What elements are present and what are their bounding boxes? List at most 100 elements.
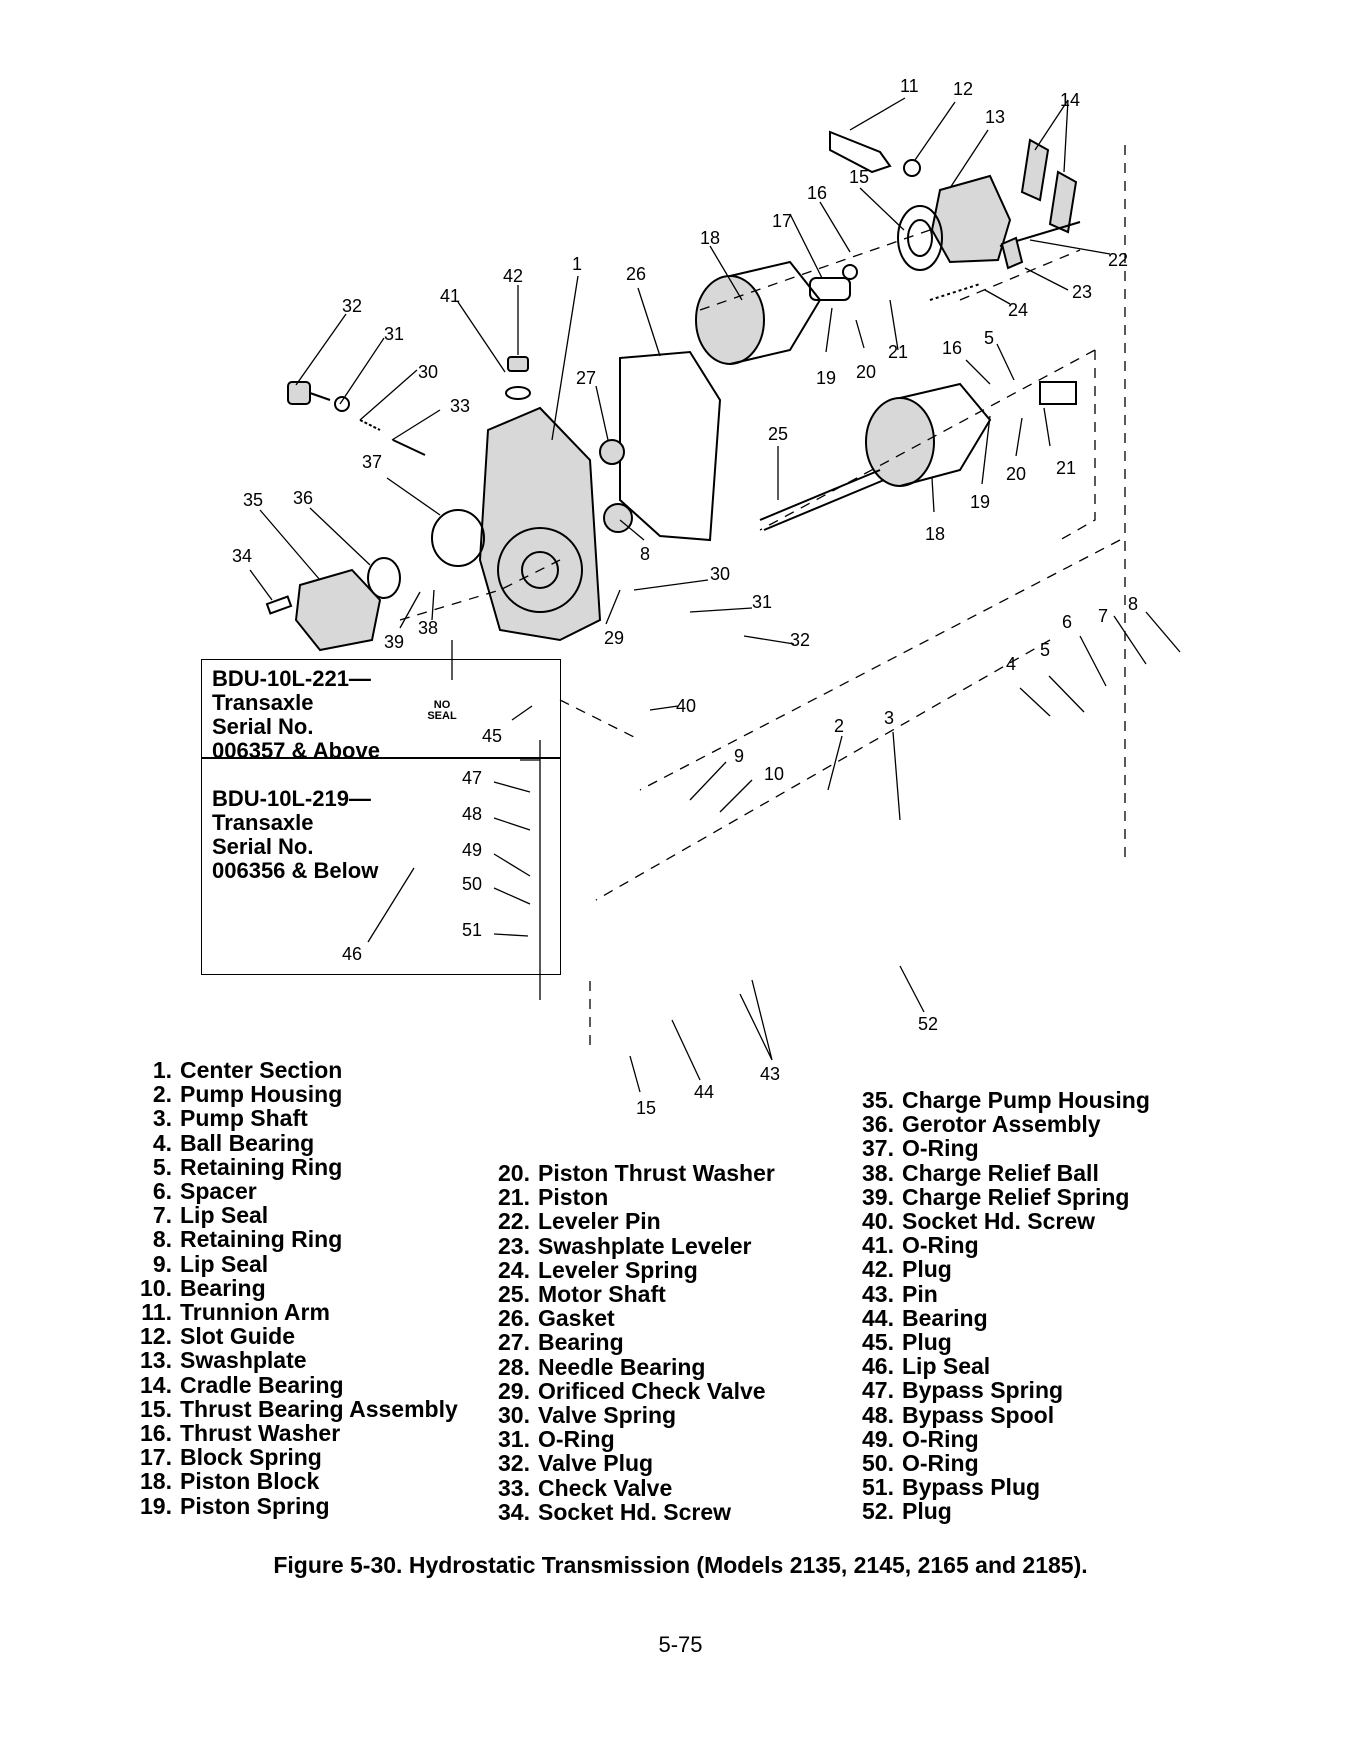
callout: 25: [768, 424, 788, 444]
legend-label: Gerotor Assembly: [902, 1111, 1101, 1138]
callout: 13: [985, 107, 1005, 127]
callout: 2: [834, 716, 844, 736]
callout: 33: [450, 396, 470, 416]
legend-item: 10. Bearing: [128, 1276, 266, 1300]
legend-label: Charge Pump Housing: [902, 1087, 1150, 1113]
callout: 44: [694, 1082, 714, 1102]
legend-number: 44.: [862, 1304, 894, 1331]
callout: 19: [816, 368, 836, 388]
legend-number: 45.: [862, 1329, 894, 1355]
callout: 37: [362, 452, 382, 472]
swashplate-part: [930, 174, 1012, 264]
legend-number: 46.: [862, 1353, 894, 1380]
legend-item: 16.Thrust Washer: [128, 1421, 340, 1445]
legend-item: 14. Cradle Bearing: [128, 1373, 344, 1397]
legend-label: Valve Plug: [538, 1450, 654, 1477]
legend-number: 15.: [140, 1395, 172, 1422]
legend-label: Bearing: [180, 1274, 266, 1301]
serial-line: Serial No.: [212, 834, 314, 859]
callout: 16: [942, 338, 962, 358]
legend-label: Needle Bearing: [538, 1353, 706, 1380]
legend-item: 23.Swashplate Leveler: [486, 1234, 751, 1258]
legend-label: Leveler Pin: [538, 1208, 661, 1235]
serial-line: BDU-10L-221—: [212, 666, 371, 691]
legend-item: 35.Charge Pump Housing: [850, 1088, 1150, 1112]
legend-item: 46. Lip Seal: [850, 1354, 990, 1378]
legend-number: 50.: [862, 1450, 894, 1476]
callout: 5: [984, 328, 994, 348]
callout: 52: [918, 1014, 938, 1034]
legend-label: Socket Hd. Screw: [902, 1208, 1096, 1234]
legend-label: Swashplate: [180, 1347, 307, 1374]
legend-item: 39.Charge Relief Spring: [850, 1185, 1129, 1209]
legend-label: O-Ring: [902, 1425, 979, 1452]
legend-item: 22.Leveler Pin: [486, 1209, 661, 1233]
legend-label: Spacer: [180, 1178, 257, 1204]
legend-item: 40.Socket Hd. Screw: [850, 1209, 1095, 1233]
legend-number: 39.: [862, 1183, 894, 1210]
callout: 39: [384, 632, 404, 652]
charge-pump-housing-part: [294, 568, 382, 652]
legend-item: 21.Piston: [486, 1185, 608, 1209]
callout: 42: [503, 266, 523, 286]
serial-line: Serial No.: [212, 714, 314, 739]
leader-lines: [249, 97, 1181, 1093]
callout: 10: [764, 764, 784, 784]
callout: 30: [418, 362, 438, 382]
callout: 18: [700, 228, 720, 248]
callout: 38: [418, 618, 438, 638]
legend-number: 1.: [152, 1057, 172, 1083]
legend-label: Piston Thrust Washer: [538, 1160, 775, 1186]
legend-item: 41.O-Ring: [850, 1233, 979, 1257]
legend-number: 2.: [152, 1081, 172, 1108]
legend-number: 8.: [152, 1226, 172, 1253]
legend-label: Lip Seal: [902, 1353, 991, 1380]
serial-line: Transaxle: [212, 810, 314, 835]
legend-label: O-Ring: [902, 1135, 979, 1162]
legend-label: Gasket: [538, 1305, 615, 1332]
callout: 32: [790, 630, 810, 650]
callout: 31: [752, 592, 772, 612]
callout: 51: [462, 920, 482, 940]
legend-item: 11.Trunnion Arm: [128, 1300, 330, 1324]
trunnion-arm-part: [829, 130, 892, 174]
callout: 3: [884, 708, 894, 728]
callout: 11: [900, 76, 919, 96]
legend-item: 30.Valve Spring: [486, 1403, 676, 1427]
legend-item: 13.Swashplate: [128, 1348, 307, 1372]
legend-item: 51.Bypass Plug: [850, 1475, 1040, 1499]
legend-label: Cradle Bearing: [180, 1371, 344, 1398]
callout: 9: [734, 746, 744, 766]
legend-item: 8.Retaining Ring: [128, 1227, 342, 1251]
legend-number: 20.: [498, 1160, 530, 1186]
legend-label: Pin: [902, 1280, 938, 1307]
callout: 24: [1008, 300, 1028, 320]
thrust-bearing-part: [897, 205, 943, 271]
legend-number: 19.: [140, 1492, 172, 1519]
legend-number: 17.: [140, 1444, 172, 1471]
legend-number: 36.: [862, 1111, 894, 1138]
serial-box-below: BDU-10L-219— Transaxle Serial No. 006356…: [201, 757, 561, 975]
legend-number: 4.: [152, 1129, 172, 1156]
legend-item: 33.Check Valve: [486, 1476, 672, 1500]
legend-item: 25.Motor Shaft: [486, 1282, 666, 1306]
legend-label: O-Ring: [902, 1232, 979, 1259]
cradle-bearing-part: [1020, 138, 1050, 202]
legend-label: Slot Guide: [180, 1323, 295, 1350]
callout: 49: [462, 840, 482, 860]
legend-number: 10.: [140, 1274, 172, 1301]
legend-number: 43.: [862, 1280, 894, 1307]
legend-item: 18.Piston Block: [128, 1469, 319, 1493]
legend-item: 43. Pin: [850, 1282, 938, 1306]
page-number: 5-75: [658, 1632, 703, 1657]
legend-item: 32.Valve Plug: [486, 1451, 653, 1475]
legend-label: Leveler Spring: [538, 1256, 698, 1283]
legend-item: 3.Pump Shaft: [128, 1106, 308, 1130]
legend-item: 34.Socket Hd. Screw: [486, 1500, 731, 1524]
legend-item: 1.Center Section: [128, 1057, 343, 1083]
legend-number: 51.: [862, 1474, 894, 1501]
legend-number: 14.: [140, 1371, 172, 1398]
legend-item: 19.Piston Spring: [128, 1492, 329, 1519]
callout: 8: [1128, 594, 1138, 614]
